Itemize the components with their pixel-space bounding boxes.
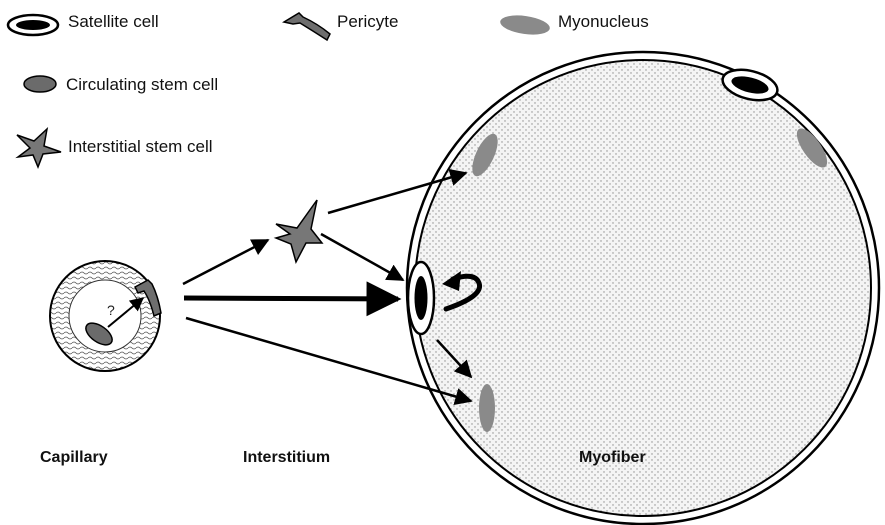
- arrow-capillary-to-satellite-cell: [184, 298, 398, 299]
- legend-label-pericyte: Pericyte: [337, 12, 398, 31]
- legend-item-interstitial-stem-cell: Interstitial stem cell: [17, 129, 213, 167]
- legend-label-myonucleus: Myonucleus: [558, 12, 649, 31]
- arrow-capillary-to-interstitial-cell: [183, 240, 268, 284]
- legend-item-satellite-cell: Satellite cell: [8, 12, 159, 35]
- activated-satellite-cell: [408, 262, 434, 334]
- legend-label-interstitial-stem-cell: Interstitial stem cell: [68, 137, 213, 156]
- myofiber-cytoplasm: [415, 60, 871, 516]
- legend-item-pericyte: Pericyte: [284, 12, 398, 40]
- legend-label-circulating-stem-cell: Circulating stem cell: [66, 75, 218, 94]
- myonucleus-icon: [499, 13, 551, 38]
- legend-item-circulating-stem-cell: Circulating stem cell: [24, 75, 218, 94]
- interstitial-stem-cell: [276, 200, 322, 262]
- legend-label-satellite-cell: Satellite cell: [68, 12, 159, 31]
- capillary: ?: [50, 261, 161, 371]
- interstitial-stem-cell-icon: [17, 129, 61, 167]
- satellite-cell-icon: [8, 15, 58, 35]
- myonucleus-lower-left: [479, 384, 495, 432]
- region-label-capillary: Capillary: [40, 449, 108, 466]
- question-mark-label: ?: [107, 302, 115, 318]
- region-label-interstitium: Interstitium: [243, 449, 330, 466]
- legend-item-myonucleus: Myonucleus: [499, 12, 649, 37]
- pericyte-icon: [284, 13, 330, 40]
- arrow-interstitial-to-satellite-cell: [321, 234, 403, 280]
- region-label-myofiber: Myofiber: [579, 449, 646, 466]
- circulating-stem-cell-icon: [24, 76, 56, 92]
